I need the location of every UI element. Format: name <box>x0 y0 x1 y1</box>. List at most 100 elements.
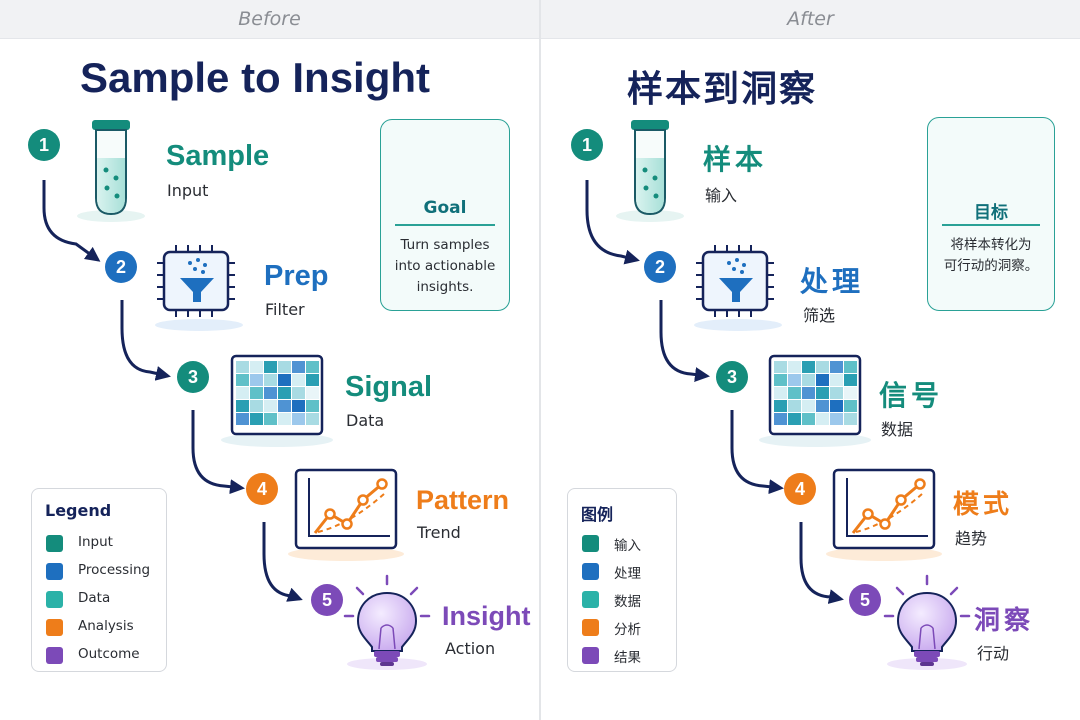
heatmap-cell <box>830 413 843 425</box>
svg-text:3: 3 <box>188 367 198 387</box>
trend-chart-icon <box>826 468 942 561</box>
before-flow-diagram: 1 2 3 4 5 <box>28 120 470 670</box>
step-2-circle: 2 <box>644 251 676 283</box>
heatmap-cell <box>774 374 787 386</box>
heatmap-cell <box>774 413 787 425</box>
svg-text:5: 5 <box>322 590 332 610</box>
heatmap-cell <box>788 361 801 373</box>
test-tube-icon <box>77 120 145 222</box>
heatmap-cell <box>264 413 277 425</box>
heatmap-cell <box>802 361 815 373</box>
heatmap-cell <box>292 361 305 373</box>
lightbulb-icon <box>343 574 431 670</box>
step-1-label: Sample <box>166 140 270 172</box>
step-5-circle: 5 <box>849 584 881 616</box>
heatmap-cell <box>844 400 857 412</box>
step-5-circle: 5 <box>311 584 343 616</box>
step-2-label: Prep <box>264 260 329 292</box>
legend-title: 图例 <box>581 505 614 524</box>
connector-4-5 <box>262 522 303 602</box>
trend-chart-icon <box>288 468 404 561</box>
heatmap-cell <box>292 400 305 412</box>
connector-3-4 <box>191 410 245 495</box>
heatmap-cell <box>250 400 263 412</box>
svg-text:5: 5 <box>860 590 870 610</box>
heatmap-icon <box>759 354 871 447</box>
heatmap-cell <box>788 413 801 425</box>
connector-2-3 <box>659 300 710 382</box>
heatmap-cell <box>264 400 277 412</box>
svg-text:4: 4 <box>795 479 805 499</box>
heatmap-cell <box>830 400 843 412</box>
heatmap-cell <box>236 400 249 412</box>
test-tube-icon <box>616 120 684 222</box>
panel-divider <box>539 0 541 720</box>
legend-title: Legend <box>45 501 112 520</box>
chip-filter-icon <box>155 245 243 331</box>
heatmap-cell <box>292 374 305 386</box>
step-2-label: 处理 <box>800 265 865 298</box>
goal-text-line-1: Turn samples <box>400 237 490 253</box>
goal-text: 将样本转化为 可行动的洞察。 <box>934 235 1048 277</box>
chip-filter-icon <box>694 245 782 331</box>
heatmap-cell <box>816 374 829 386</box>
heatmap-cell <box>236 413 249 425</box>
heatmap-cell <box>236 361 249 373</box>
step-3-sub: 数据 <box>881 420 914 439</box>
legend: 图例 输入 处理 数据 分析 结果 <box>567 488 677 672</box>
heatmap-cells <box>774 361 857 425</box>
heatmap-cell <box>278 413 291 425</box>
heatmap-cell <box>292 387 305 399</box>
after-panel-header: After <box>541 0 1080 39</box>
heatmap-cells <box>236 361 319 425</box>
svg-text:2: 2 <box>116 257 126 277</box>
heatmap-cell <box>774 400 787 412</box>
heatmap-cell <box>292 413 305 425</box>
heatmap-cell <box>788 400 801 412</box>
heatmap-cell <box>788 387 801 399</box>
step-3-sub: Data <box>346 411 385 430</box>
step-4-label: Pattern <box>416 485 510 515</box>
heatmap-cell <box>250 413 263 425</box>
after-panel: After 1 <box>541 0 1080 720</box>
heatmap-cell <box>306 374 319 386</box>
svg-text:1: 1 <box>39 135 49 155</box>
connector-3-4 <box>730 410 784 495</box>
legend: Legend Input Processing Data Analysis Ou… <box>31 488 167 672</box>
heatmap-cell <box>250 374 263 386</box>
heatmap-cell <box>830 374 843 386</box>
heatmap-cell <box>278 387 291 399</box>
step-3-label: Signal <box>345 371 433 403</box>
goal-text-line-2: 可行动的洞察。 <box>943 258 1039 274</box>
goal-card: Goal Turn samples into actionable insigh… <box>380 119 510 311</box>
before-panel-header: Before <box>0 0 539 39</box>
step-1-circle: 1 <box>28 129 60 161</box>
lightbulb-icon <box>883 574 971 670</box>
heatmap-cell <box>278 400 291 412</box>
heatmap-cell <box>802 387 815 399</box>
heatmap-cell <box>264 374 277 386</box>
heatmap-cell <box>264 387 277 399</box>
goal-title: Goal <box>423 198 467 218</box>
heatmap-cell <box>816 400 829 412</box>
heatmap-cell <box>830 387 843 399</box>
step-5-sub: Action <box>445 639 496 658</box>
heatmap-cell <box>774 387 787 399</box>
heatmap-cell <box>306 387 319 399</box>
heatmap-cell <box>306 361 319 373</box>
step-1-label: 样本 <box>703 143 768 176</box>
heatmap-cell <box>802 400 815 412</box>
heatmap-cell <box>802 374 815 386</box>
heatmap-cell <box>774 361 787 373</box>
heatmap-cell <box>788 374 801 386</box>
step-5-label: 洞察 <box>974 606 1035 636</box>
goal-text-line-3: insights. <box>416 279 474 295</box>
heatmap-cell <box>278 361 291 373</box>
before-panel: Before <box>0 0 539 720</box>
heatmap-cell <box>250 387 263 399</box>
heatmap-cell <box>236 374 249 386</box>
connector-1-2 <box>42 180 101 262</box>
heatmap-icon <box>221 354 333 447</box>
heatmap-cell <box>844 361 857 373</box>
